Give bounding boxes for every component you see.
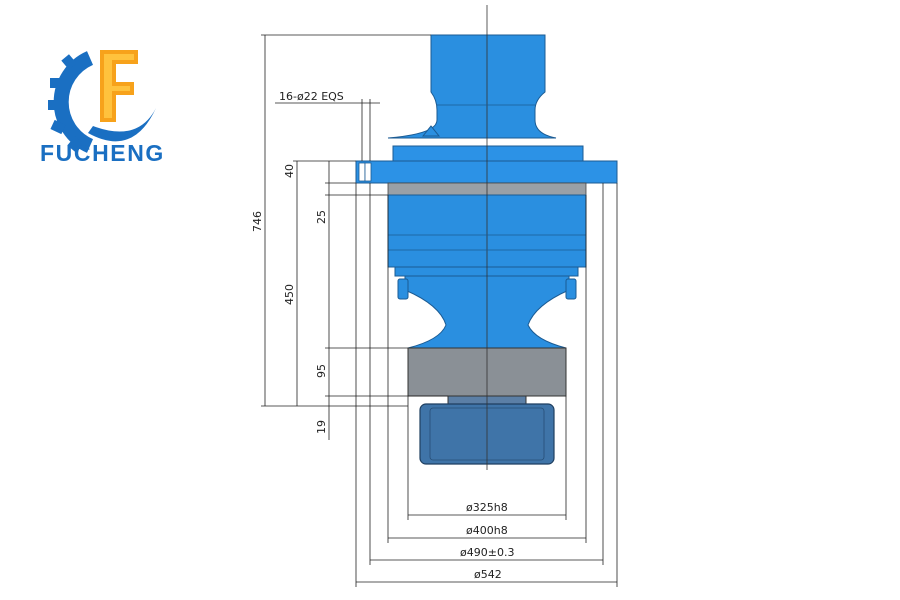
letter-f-icon	[100, 50, 138, 122]
dim-overall-height: 746	[251, 211, 264, 232]
brand-name: FUCHENG	[40, 140, 165, 166]
housing-seams	[388, 104, 586, 251]
dim-spigot-height: 95	[315, 364, 328, 378]
dim-body-height: 450	[283, 284, 296, 305]
gearbox-body	[355, 34, 618, 349]
dim-flange-thickness: 40	[283, 164, 296, 178]
dim-diameter-490: ø490±0.3	[460, 546, 514, 559]
gear-icon	[48, 51, 94, 153]
dim-diameter-400: ø400h8	[466, 524, 508, 537]
hole-note-label: 16-ø22 EQS	[279, 90, 344, 103]
dim-pilot-height: 19	[315, 420, 328, 434]
dim-diameter-542: ø542	[474, 568, 502, 581]
dim-diameter-325: ø325h8	[466, 501, 508, 514]
dim-skirt-height: 25	[315, 210, 328, 224]
vertical-dimensions	[261, 34, 448, 440]
swoosh-icon	[88, 108, 156, 142]
hole-note-leader	[275, 99, 380, 161]
fucheng-logo	[48, 50, 156, 153]
diameter-dimensions	[355, 183, 618, 587]
